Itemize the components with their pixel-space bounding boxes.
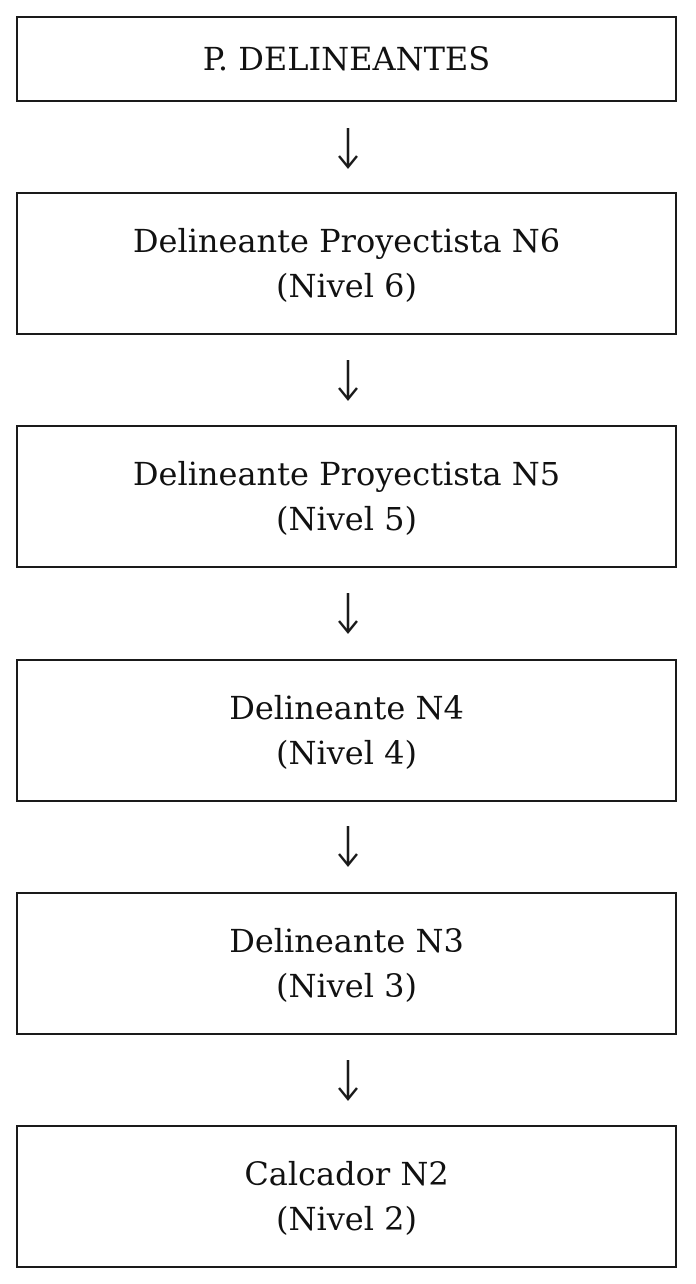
header-box: P. DELINEANTES <box>16 16 677 102</box>
level-title: Delineante N4 <box>229 688 464 727</box>
level-title: Delineante N3 <box>229 921 464 960</box>
level-subtitle: (Nivel 3) <box>276 966 417 1005</box>
down-arrow-icon <box>333 126 363 170</box>
level-box-n6: Delineante Proyectista N6 (Nivel 6) <box>16 192 677 335</box>
level-subtitle: (Nivel 4) <box>276 733 417 772</box>
down-arrow-icon <box>333 824 363 868</box>
level-box-n3: Delineante N3 (Nivel 3) <box>16 892 677 1035</box>
level-subtitle: (Nivel 2) <box>276 1199 417 1238</box>
down-arrow-icon <box>333 358 363 402</box>
header-label: P. DELINEANTES <box>202 39 491 78</box>
level-box-n2: Calcador N2 (Nivel 2) <box>16 1125 677 1268</box>
level-box-n4: Delineante N4 (Nivel 4) <box>16 659 677 802</box>
level-title: Calcador N2 <box>244 1154 449 1193</box>
level-title: Delineante Proyectista N6 <box>132 221 561 260</box>
down-arrow-icon <box>333 1058 363 1102</box>
level-title: Delineante Proyectista N5 <box>132 454 561 493</box>
level-subtitle: (Nivel 6) <box>276 266 417 305</box>
down-arrow-icon <box>333 591 363 635</box>
level-subtitle: (Nivel 5) <box>276 499 417 538</box>
level-box-n5: Delineante Proyectista N5 (Nivel 5) <box>16 425 677 568</box>
